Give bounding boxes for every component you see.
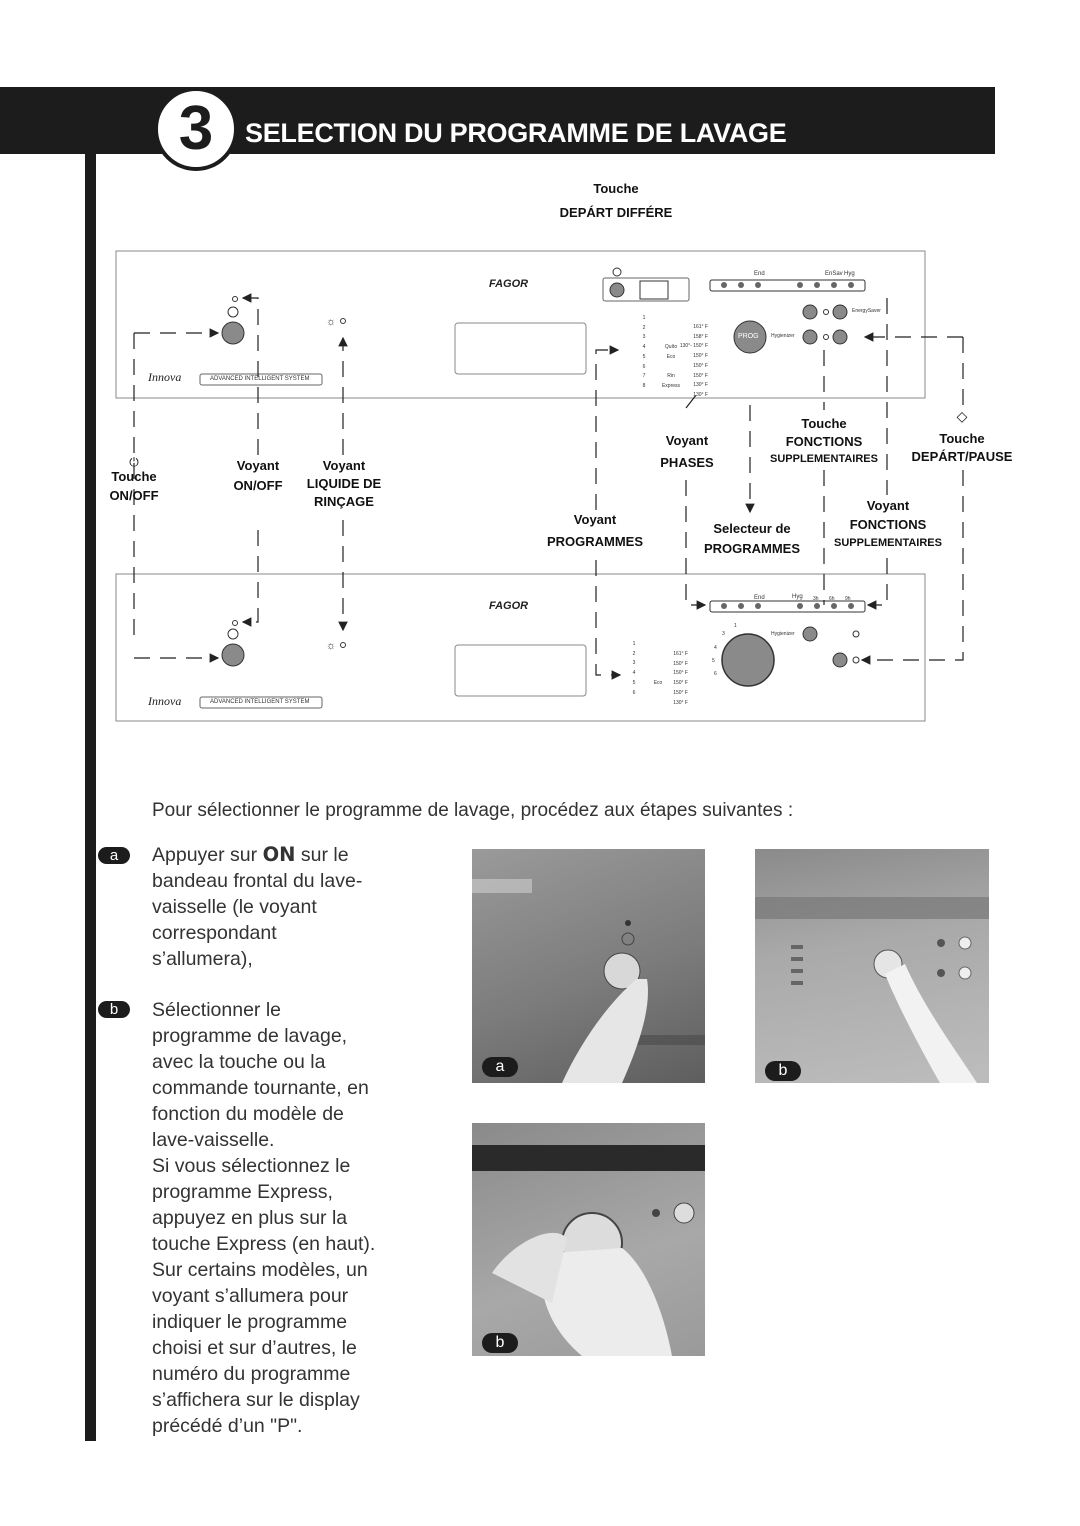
panel2-overlay: FAGOR Innova ADVANCED INTELLIGENT SYSTEM… — [116, 574, 925, 721]
photo-select-button: b — [755, 849, 989, 1083]
photo-press-on: a — [472, 849, 705, 1083]
phase-hyg: Hyg — [844, 271, 855, 277]
phase-6h: 6h — [829, 596, 835, 602]
step-a-badge: a — [98, 847, 130, 864]
label-voyant-onoff-1: Voyant — [236, 458, 280, 473]
photo-a-art — [472, 879, 705, 1083]
ais-strip: ADVANCED INTELLIGENT SYSTEM — [210, 376, 310, 382]
step-a-text: Appuyer sur ON sur le bandeau frontal du… — [152, 843, 363, 970]
label-touche-fonctions-1: Touche — [801, 416, 847, 431]
dial-num-5: 5 — [712, 658, 715, 664]
power-icon: ⏻ — [129, 455, 139, 469]
dial-num-1: 1 — [734, 623, 737, 629]
section-number: 3 — [154, 87, 238, 171]
label-depart-pause-1: Touche — [939, 431, 985, 446]
label-voyant-phases-1: Voyant — [665, 433, 709, 448]
photo-c-badge: b — [482, 1333, 518, 1353]
func-hygienizer: Hygienizer — [771, 333, 795, 339]
photo-b-art — [755, 897, 989, 1083]
label-voyant-phases-2: PHASES — [660, 455, 714, 470]
label-voyant-liquide-2: LIQUIDE DE — [306, 476, 382, 491]
phase-end-2: End — [754, 595, 765, 601]
panel2-phase-row — [709, 600, 866, 613]
photo-c-art — [472, 1145, 705, 1356]
brand-logo: FAGOR — [489, 278, 529, 290]
start-pause-icon: ◇ — [956, 408, 968, 424]
program-display: 88 — [641, 280, 658, 295]
panel1-display — [602, 267, 690, 302]
section-side-bar — [85, 154, 96, 1441]
photo-a-badge: a — [482, 1057, 518, 1077]
panel1-function-buttons — [802, 304, 848, 345]
section-title: SELECTION DU PROGRAMME DE LAVAGE — [245, 118, 787, 148]
panel1-onoff: ☼ — [221, 296, 346, 345]
label-voyant-programmes-1: Voyant — [573, 512, 617, 527]
label-touche-fonctions-3: SUPPLEMENTAIRES — [770, 453, 878, 465]
label-voyant-liquide-3: RINÇAGE — [314, 494, 374, 509]
label-touche-onoff-2: ON/OFF — [109, 488, 159, 503]
label-voyant-onoff-2: ON/OFF — [233, 478, 283, 493]
photo-turn-dial: b — [472, 1123, 705, 1356]
panel2-onoff: ☼ — [221, 620, 346, 667]
dial-num-4: 4 — [714, 645, 717, 651]
func-hygienizer-2: Hygienizer — [771, 631, 795, 637]
ais-strip-2: ADVANCED INTELLIGENT SYSTEM — [210, 699, 310, 705]
label-voyant-fonctions-1: Voyant — [866, 498, 910, 513]
svg-text:☼: ☼ — [326, 316, 336, 328]
label-touche-fonctions-2: FONCTIONS — [785, 434, 863, 449]
step-b-badge: b — [98, 1001, 130, 1018]
label-depart-pause-2: DEPÁRT/PAUSE — [911, 449, 1013, 464]
model-logo: Innova — [148, 370, 182, 384]
phase-9h: 9h — [845, 596, 851, 602]
label-voyant-programmes-2: PROGRAMMES — [546, 534, 644, 549]
svg-text:☼: ☼ — [326, 640, 336, 652]
func-energysaver: EnergySaver — [852, 308, 881, 314]
label-voyant-fonctions-3: SUPPLEMENTAIRES — [834, 537, 942, 549]
phase-ensav: EnSav — [825, 271, 843, 277]
label-voyant-liquide-1: Voyant — [322, 458, 366, 473]
model-logo-2: Innova — [148, 694, 182, 708]
label-touche-onoff-1: Touche — [111, 469, 157, 484]
panel2-dial — [721, 633, 775, 687]
panel2-function-buttons — [802, 626, 860, 668]
intro-text: Pour sélectionner le programme de lavage… — [152, 800, 794, 821]
program-names-2: Eco — [653, 679, 663, 686]
label-selecteur-1: Selecteur de — [713, 521, 791, 536]
phase-3h: 3h — [813, 596, 819, 602]
prog-knob-label: PROG — [738, 333, 759, 340]
phase-end: End — [754, 271, 765, 277]
brand-logo-2: FAGOR — [489, 600, 529, 612]
label-depart-differe-2: DEPÁRT DIFFÉRE — [559, 205, 673, 220]
photo-b-badge: b — [765, 1061, 801, 1081]
panel1-overlay: FAGOR Innova ADVANCED INTELLIGENT SYSTEM… — [116, 251, 925, 398]
panel1-prog-knob — [733, 320, 767, 354]
label-selecteur-2: PROGRAMMES — [703, 541, 801, 556]
phase-hyg-2: Hyg — [792, 594, 803, 600]
control-panel-diagram: ☼ ☼ — [115, 250, 964, 722]
label-depart-differe-1: Touche — [593, 181, 639, 196]
panel1-phase-row — [709, 279, 866, 292]
label-voyant-fonctions-2: FONCTIONS — [849, 517, 927, 532]
dial-num-6: 6 — [714, 671, 717, 677]
dial-num-3: 3 — [722, 631, 725, 637]
